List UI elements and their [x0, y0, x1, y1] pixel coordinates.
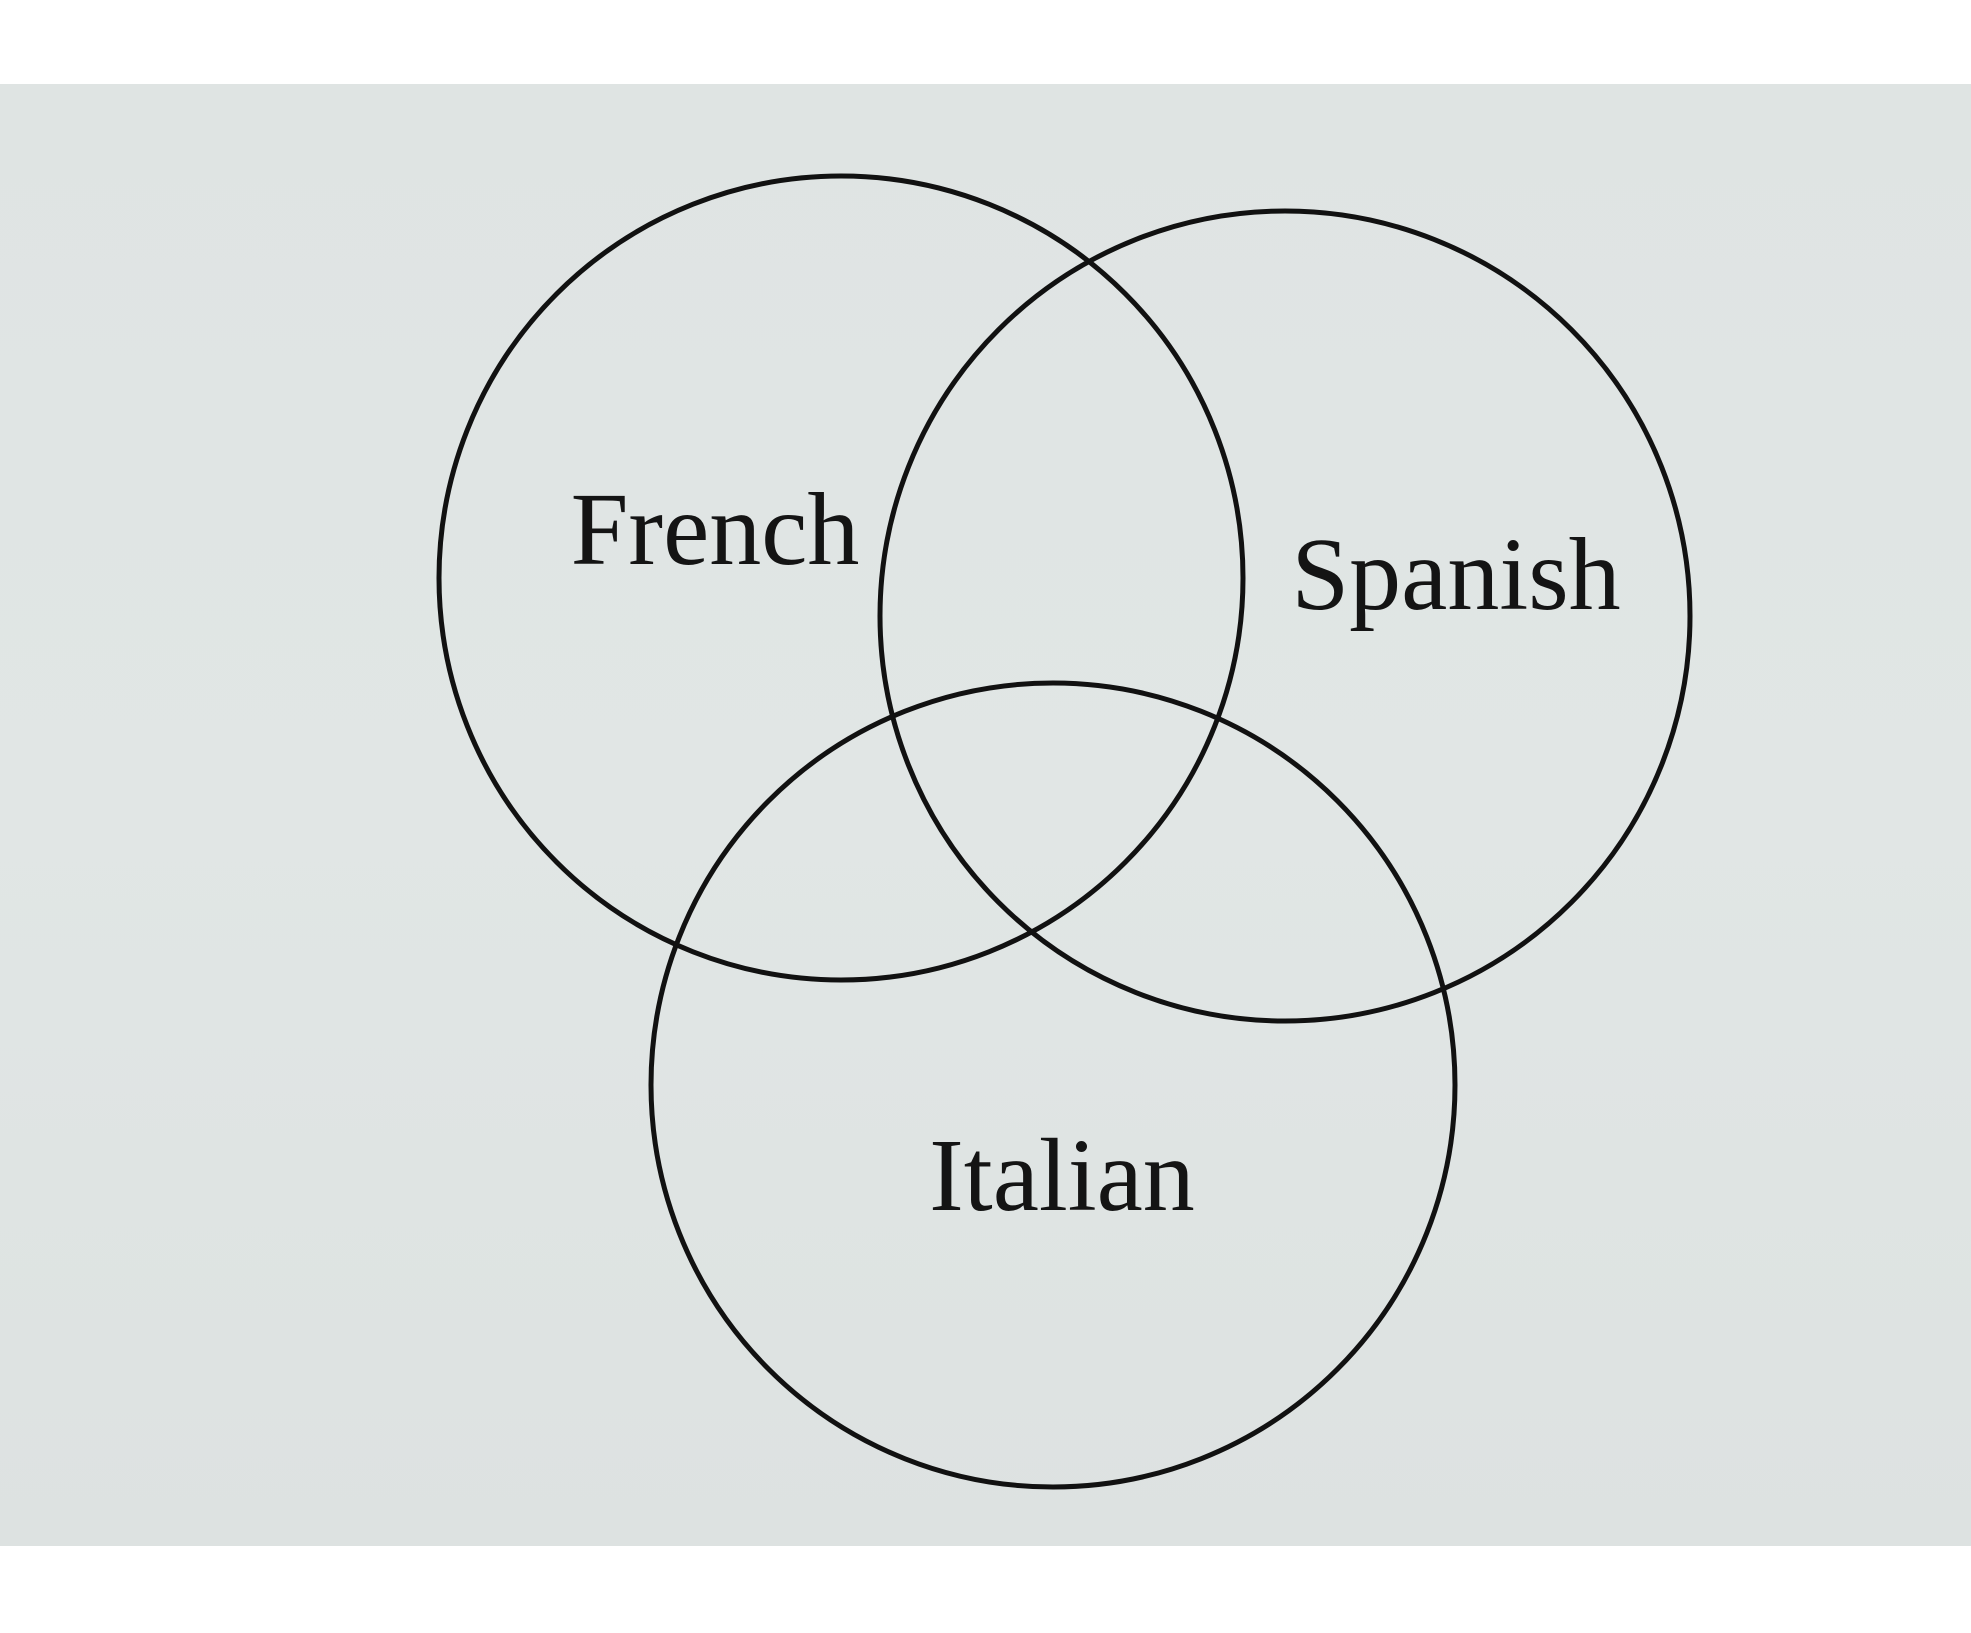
french-label: French — [571, 472, 860, 587]
french-circle — [436, 173, 1246, 983]
italian-circle — [648, 680, 1458, 1490]
spanish-circle — [877, 208, 1693, 1024]
italian-label: Italian — [929, 1118, 1195, 1233]
diagram-background — [0, 84, 1971, 1546]
spanish-label: Spanish — [1291, 517, 1620, 632]
